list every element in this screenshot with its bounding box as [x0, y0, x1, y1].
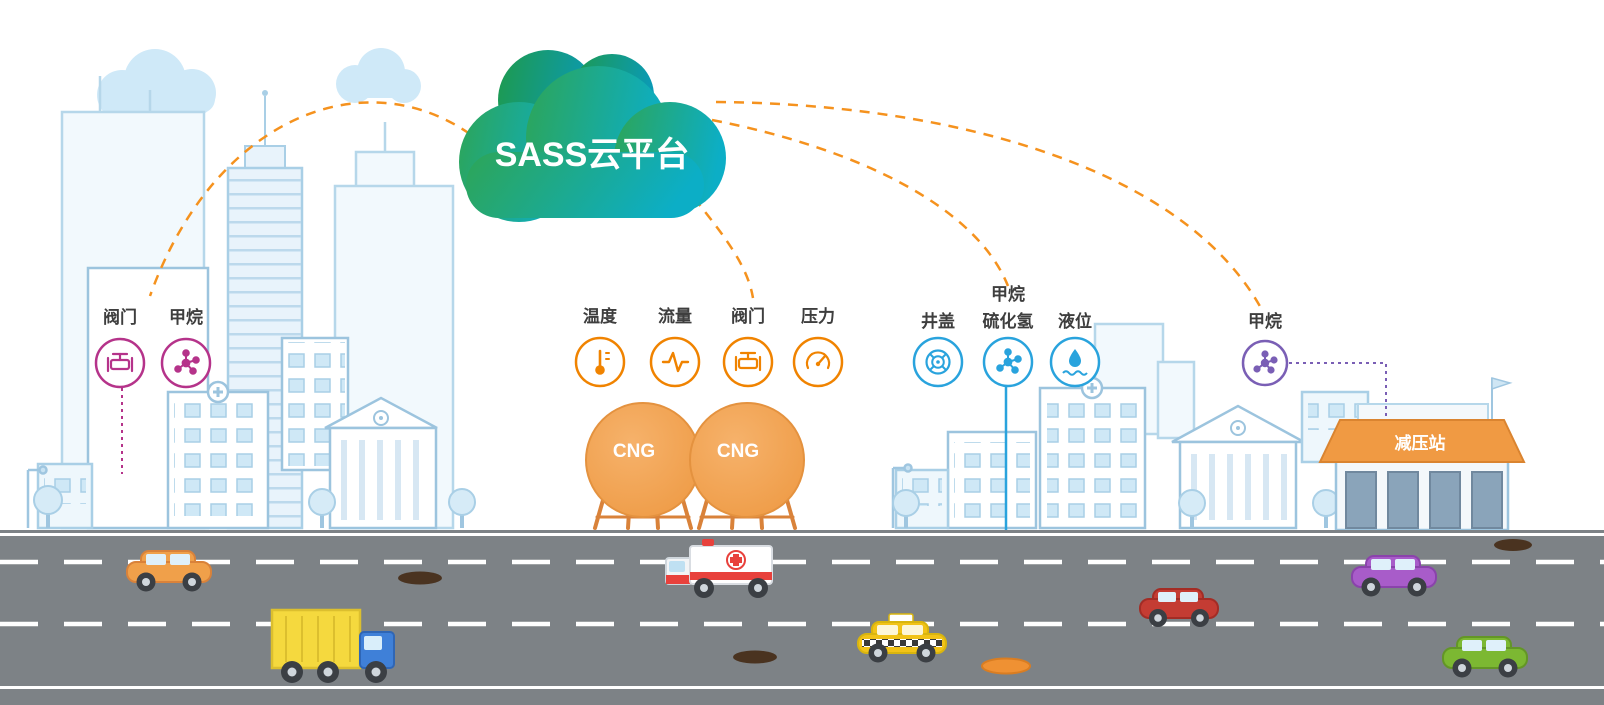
- methane-label: 甲烷: [169, 307, 203, 327]
- sensor-group-cng: 温度 流量 阀门 压力: [574, 306, 844, 388]
- building-back-right-2: [1156, 360, 1196, 440]
- station-label: 减压站: [1395, 433, 1446, 453]
- tree-icon: [33, 485, 63, 528]
- road-edge-line: [0, 686, 1604, 689]
- car-green: [1442, 636, 1528, 678]
- liquid-level-label: 液位: [1058, 311, 1092, 331]
- link-to-cng-sensors: [693, 197, 755, 299]
- manhole-cover: [1494, 539, 1532, 551]
- road: [0, 530, 1604, 705]
- street-lamp-icon: [26, 465, 48, 528]
- flow-label: 流量: [658, 306, 692, 326]
- thermometer-icon: [574, 336, 626, 388]
- building-hospital: [1038, 376, 1147, 530]
- tree-icon: [308, 488, 336, 528]
- valve-label: 阀门: [731, 306, 765, 326]
- valve-label: 阀门: [103, 307, 137, 327]
- liquid-level-icon: [1049, 336, 1101, 388]
- building-bank-left: [324, 396, 438, 530]
- station-roof: [1318, 419, 1526, 463]
- taxi-yellow: [857, 613, 947, 663]
- ambulance: [665, 539, 773, 598]
- cng-tank-2-label: CNG: [717, 441, 759, 462]
- link-to-station-sensor: [715, 100, 1264, 311]
- sensor-group-city: 阀门 甲烷: [94, 307, 212, 474]
- cng-tanks: CNG CNG: [585, 402, 805, 530]
- manhole-cover: [733, 650, 777, 664]
- molecule-icon: [982, 336, 1034, 388]
- manhole-cover-label: 井盖: [921, 311, 955, 331]
- link-to-city-sensors: [148, 101, 471, 297]
- link-to-manhole-sensors: [711, 118, 1010, 287]
- car-red: [1139, 588, 1219, 627]
- sensor-group-manhole: 井盖 甲烷 硫化氢 液位: [912, 284, 1101, 662]
- flow-icon: [649, 336, 701, 388]
- road-edge-line: [0, 533, 1604, 536]
- cloud-links: [148, 100, 1264, 311]
- pressure-label: 压力: [801, 306, 835, 326]
- sensor-group-station: 甲烷: [1241, 311, 1387, 416]
- building-front-grid: [166, 380, 270, 530]
- valve-icon: [722, 336, 774, 388]
- monitored-manhole-cover: [981, 657, 1031, 675]
- car-purple: [1351, 555, 1437, 597]
- manhole-cover-icon: [912, 336, 964, 388]
- gauge-icon: [792, 336, 844, 388]
- truck-yellow: [270, 608, 395, 683]
- gas-label-top: 甲烷: [991, 284, 1025, 304]
- valve-icon: [94, 337, 146, 389]
- gas-label-bottom: 硫化氢: [983, 311, 1034, 331]
- city-right: [891, 322, 1340, 530]
- saas-cloud: SASS云平台: [459, 50, 726, 222]
- building-mid-right: [946, 430, 1038, 530]
- cloud-decoration-icon: [336, 48, 421, 103]
- vehicles: [126, 539, 1528, 683]
- tree-icon: [448, 488, 476, 528]
- city-left: [26, 76, 476, 530]
- cloud-decoration-icon: [97, 49, 216, 120]
- manhole-cover: [398, 571, 442, 585]
- molecule-icon: [1241, 339, 1289, 387]
- cng-tank-1-label: CNG: [613, 441, 655, 462]
- flag-icon: [1491, 377, 1513, 420]
- cng-tank-2: [689, 402, 805, 518]
- methane-label: 甲烷: [1248, 311, 1282, 331]
- tree-icon: [1178, 489, 1206, 528]
- molecule-icon: [160, 337, 212, 389]
- car-orange: [126, 550, 212, 592]
- station-doors: [1345, 471, 1503, 529]
- pressure-reduction-station: 减压站: [1300, 377, 1526, 532]
- cloud-platform-label: SASS云平台: [495, 136, 690, 174]
- tree-icon: [892, 489, 920, 528]
- temperature-label: 温度: [583, 306, 618, 326]
